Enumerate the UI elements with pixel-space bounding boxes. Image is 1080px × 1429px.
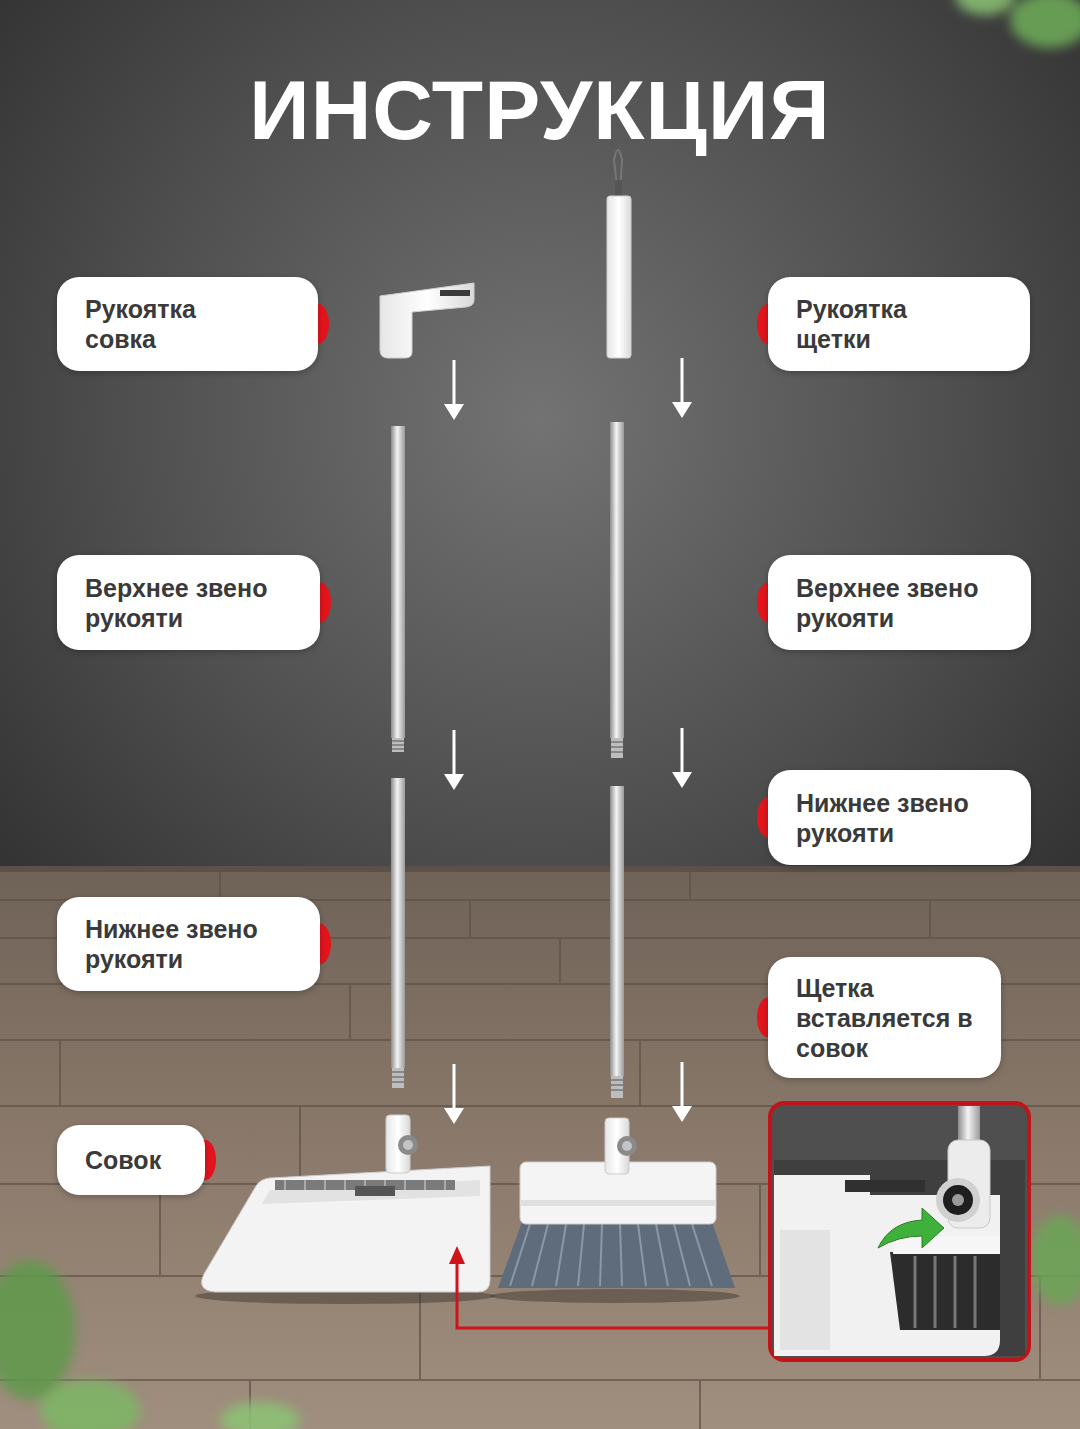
label-text-group: Щетка вставляется в совок [796,973,981,1063]
label-text: Нижнее звено рукояти [796,788,1011,848]
page-title: ИНСТРУКЦИЯ [0,60,1080,160]
label-text-group: Нижнее звено рукояти [796,788,1011,848]
label-text-group: Рукоятка щетки [796,294,946,354]
label-box: Щетка вставляется в совок [768,957,1001,1078]
label-text-group: Верхнее звено рукояти [85,573,300,633]
label-text-group: Рукоятка совка [85,294,235,354]
label-text-group: Нижнее звено рукояти [85,914,300,974]
label-text-group: Совок [85,1145,185,1175]
label-text-group: Верхнее звено рукояти [796,573,1011,633]
label-box: Совок [57,1125,205,1195]
label-text: Щетка вставляется в совок [796,973,981,1063]
label-box: Нижнее звено рукояти [768,770,1031,865]
label-box: Нижнее звено рукояти [57,897,320,991]
label-box: Рукоятка щетки [768,277,1030,371]
label-text: Рукоятка щетки [796,294,946,354]
label-box: Верхнее звено рукояти [768,555,1031,650]
label-box: Рукоятка совка [57,277,318,371]
label-box: Верхнее звено рукояти [57,555,320,650]
label-text: Верхнее звено рукояти [85,573,300,633]
label-text: Совок [85,1145,185,1175]
label-text: Нижнее звено рукояти [85,914,300,974]
label-text: Рукоятка совка [85,294,235,354]
label-text: Верхнее звено рукояти [796,573,1011,633]
